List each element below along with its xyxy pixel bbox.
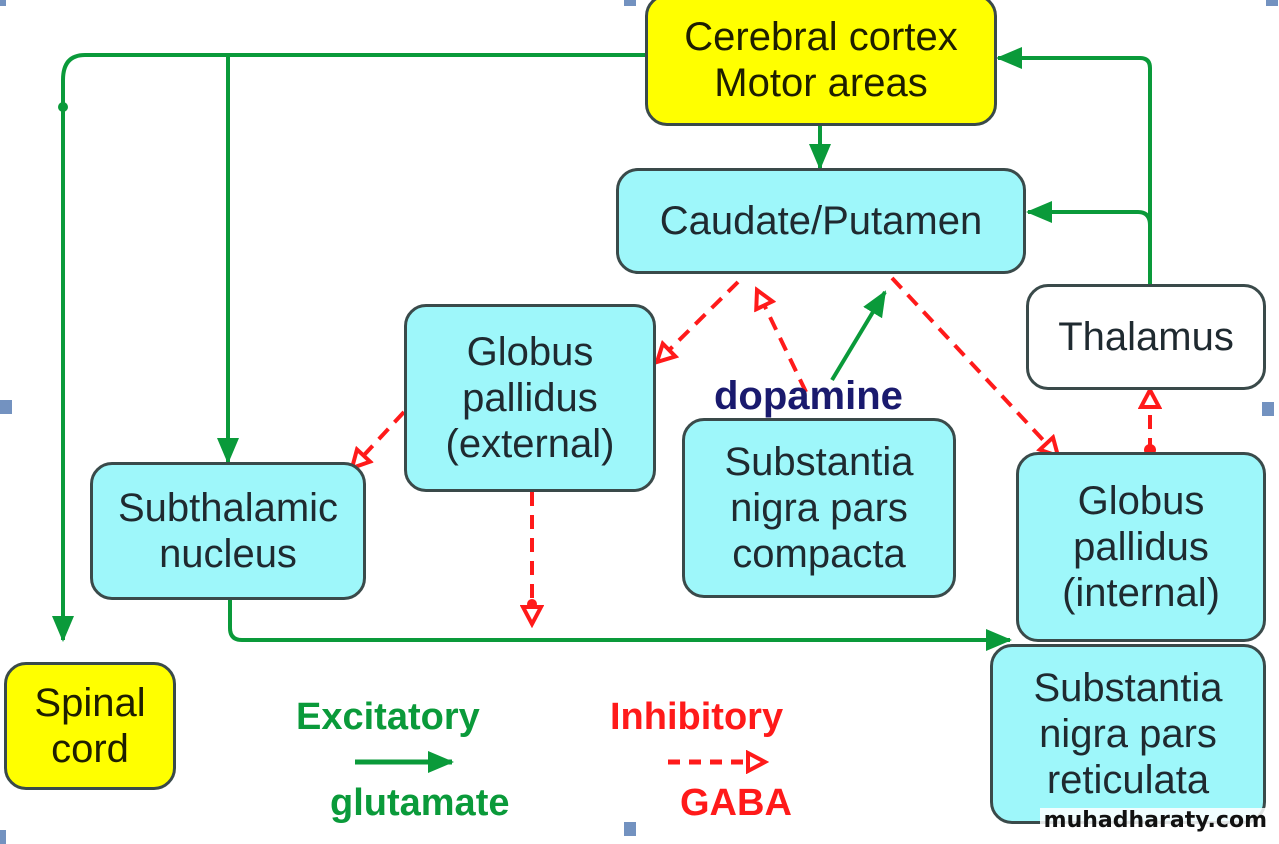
resize-handle-top-left[interactable] (0, 0, 6, 6)
node-substantia-nigra-reticulata: Substantia nigra pars reticulata (990, 644, 1266, 824)
node-substantia-nigra-compacta-label: Substantia nigra pars compacta (724, 440, 914, 576)
edge-caudate-to-gpe (657, 280, 740, 362)
legend-inhibitory-title: Inhibitory (610, 696, 784, 738)
watermark: muhadharaty.com (1039, 808, 1271, 833)
node-globus-pallidus-internal-label: Globus pallidus (internal) (1062, 479, 1220, 615)
node-globus-pallidus-internal: Globus pallidus (internal) (1016, 452, 1266, 642)
resize-handle-bottom-left[interactable] (0, 830, 6, 844)
edge-dot (527, 599, 537, 609)
legend-inhibitory-sub: GABA (680, 782, 792, 824)
node-substantia-nigra-reticulata-label: Substantia nigra pars reticulata (1033, 666, 1223, 802)
node-globus-pallidus-external: Globus pallidus (external) (404, 304, 656, 492)
node-substantia-nigra-compacta: Substantia nigra pars compacta (682, 418, 956, 598)
node-thalamus-label: Thalamus (1058, 315, 1234, 359)
legend-excitatory-title: Excitatory (296, 696, 480, 738)
resize-handle-right[interactable] (1262, 402, 1274, 416)
resize-handle-bottom[interactable] (624, 822, 636, 836)
node-spinal-cord: Spinal cord (4, 662, 176, 790)
edge-thalamus-to-caudate (1026, 201, 1152, 226)
legend-excitatory-sub: glutamate (330, 782, 510, 824)
node-cerebral-cortex-label: Cerebral cortex Motor areas (684, 15, 958, 105)
edge-dopamine-to-caudate (830, 290, 887, 382)
node-subthalamic-nucleus-label: Subthalamic nucleus (117, 486, 339, 576)
node-cerebral-cortex: Cerebral cortex Motor areas (645, 0, 997, 126)
resize-handle-top[interactable] (624, 0, 636, 6)
node-caudate-putamen-label: Caudate/Putamen (659, 199, 983, 243)
node-subthalamic-nucleus: Subthalamic nucleus (90, 462, 366, 600)
edge-cortex-to-spinal (52, 53, 645, 642)
edge-subthalamic-to-snr (228, 598, 1012, 651)
edge-snc-to-caudate (757, 290, 808, 393)
resize-handle-left[interactable] (0, 400, 12, 414)
node-globus-pallidus-external-label: Globus pallidus (external) (445, 330, 615, 466)
edge-caudate-to-gpi (890, 276, 1058, 456)
edge-junction-dot (58, 102, 68, 112)
edge-thalamus-to-cortex (996, 47, 1152, 285)
node-thalamus: Thalamus (1026, 284, 1266, 390)
resize-handle-top-right[interactable] (1266, 0, 1278, 6)
edge-gpe-to-subthalamic (352, 410, 406, 468)
node-spinal-cord-label: Spinal cord (34, 681, 146, 771)
dopamine-label: dopamine (714, 374, 903, 418)
node-caudate-putamen: Caudate/Putamen (616, 168, 1026, 274)
